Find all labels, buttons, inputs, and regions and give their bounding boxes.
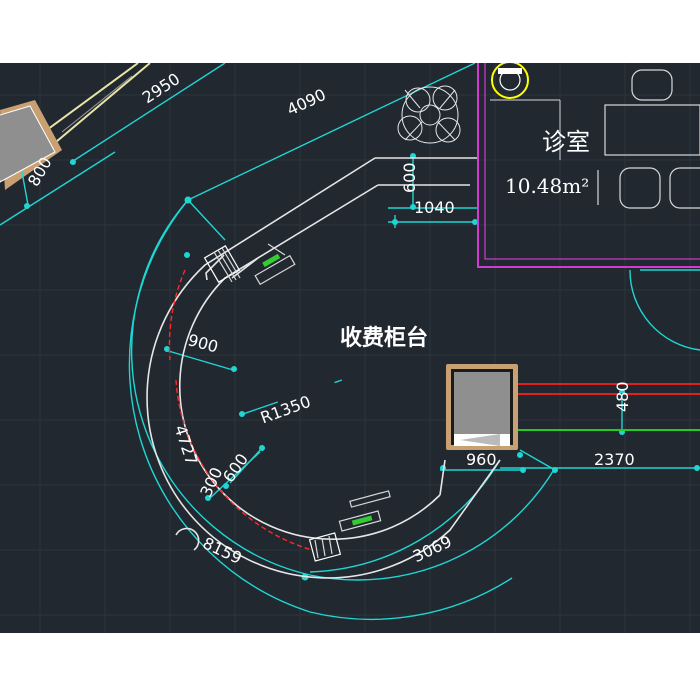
dimension-960: 960 bbox=[466, 450, 497, 469]
dimension-900: 900 bbox=[186, 330, 220, 356]
dimension-600-left: 600 bbox=[219, 450, 252, 486]
plant-icon bbox=[397, 85, 461, 144]
dimension-600-top: 600 bbox=[400, 162, 419, 193]
floor-plan-drawing: 2950 4090 800 600 1040 收费柜台 诊室 10.48m² 9… bbox=[0, 63, 700, 633]
dimension-8159: 8159 bbox=[200, 533, 245, 567]
dimension-480: 480 bbox=[613, 381, 632, 412]
pipes bbox=[518, 383, 700, 431]
workstation-bottom bbox=[308, 490, 391, 562]
furniture-room bbox=[597, 69, 700, 209]
dimension-lines bbox=[0, 63, 700, 621]
dimension-2370: 2370 bbox=[594, 450, 635, 469]
dimension-4090: 4090 bbox=[284, 85, 329, 119]
dimension-ticks bbox=[24, 153, 700, 581]
dimension-4727: 4727 bbox=[171, 423, 202, 468]
door-swing bbox=[629, 269, 700, 351]
room-walls bbox=[477, 63, 700, 268]
dimension-1040: 1040 bbox=[414, 198, 455, 217]
counter-edge-red bbox=[168, 269, 313, 551]
workstation-top bbox=[203, 243, 296, 286]
cad-viewport[interactable]: 2950 4090 800 600 1040 收费柜台 诊室 10.48m² 9… bbox=[0, 63, 700, 633]
counter-label: 收费柜台 bbox=[340, 325, 428, 351]
room-area: 10.48m² bbox=[505, 174, 589, 198]
dimension-2950: 2950 bbox=[139, 69, 183, 107]
column-top-left bbox=[0, 100, 62, 190]
dimension-radius: R1350 bbox=[258, 392, 313, 428]
room-name: 诊室 bbox=[542, 128, 590, 156]
arc-symbol-icon bbox=[175, 527, 200, 551]
sink-icon bbox=[491, 63, 529, 99]
diagonal-wall bbox=[39, 63, 151, 148]
column-right bbox=[446, 364, 518, 450]
